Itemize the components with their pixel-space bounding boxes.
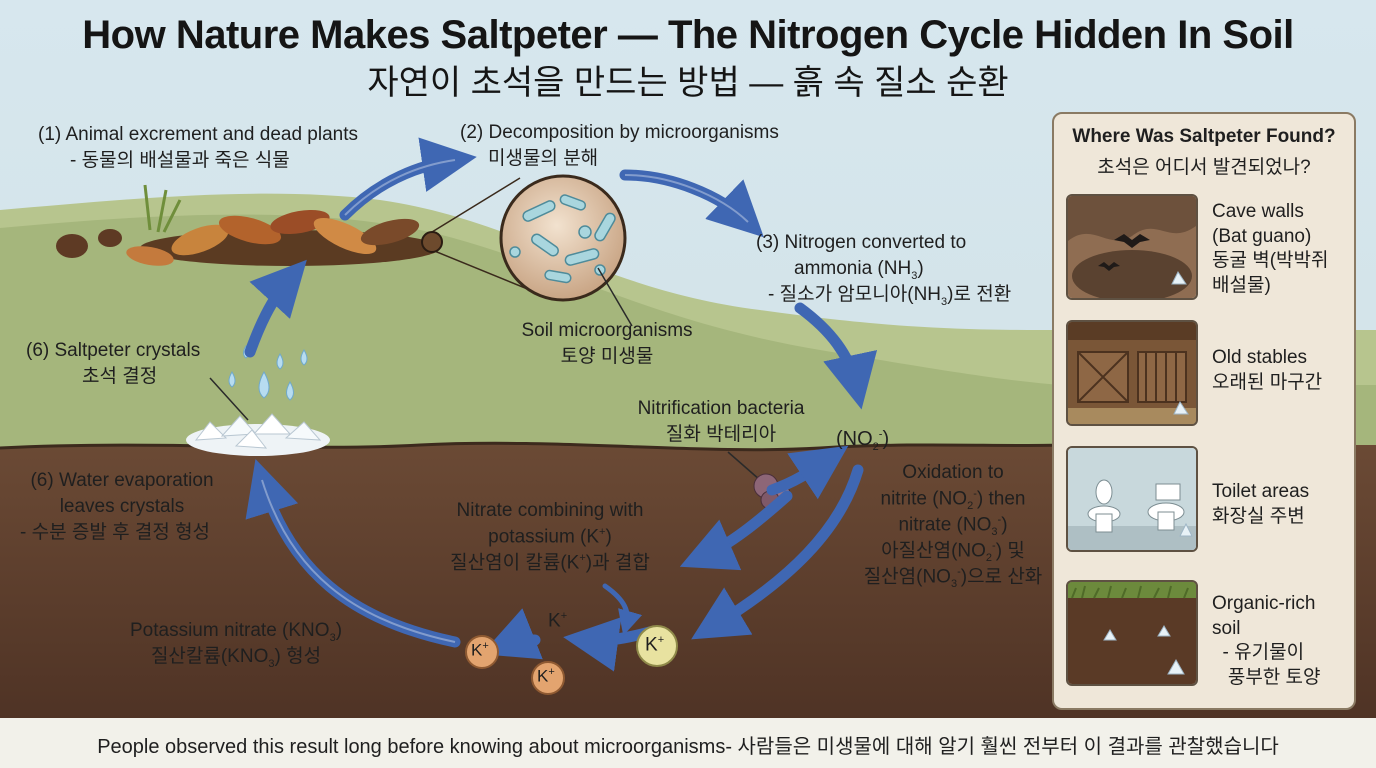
crystals-label: (6) Saltpeter crystals: [26, 340, 201, 361]
water-droplets: [228, 345, 308, 401]
oxidation-line1: Oxidation to: [902, 462, 1004, 483]
location-line: 배설물): [1212, 275, 1271, 297]
evaporation-line2: leaves crystals: [59, 496, 185, 517]
saltpeter-locations-panel: Where Was Saltpeter Found? 초석은 어디서 발견되었나…: [1052, 112, 1356, 710]
panel-heading: Where Was Saltpeter Found?: [1072, 126, 1336, 147]
location-line: Old stables: [1212, 347, 1308, 368]
location-line: Organic-rich: [1212, 593, 1316, 614]
location-line: 오래된 마구간: [1212, 371, 1323, 393]
microorganism-magnifier: [421, 174, 627, 302]
cycle-arrows: [244, 137, 878, 672]
location-soil: Organic-rich soil - 유기물이 풍부한 토양: [1212, 592, 1321, 691]
stable-image: [1066, 320, 1198, 426]
location-cave: Cave walls (Bat guano) 동굴 벽(박박쥐 배설물): [1212, 200, 1329, 299]
organic-soil-image: [1066, 580, 1198, 686]
footer-note: People observed this result long before …: [97, 736, 1279, 758]
step2-label-ko: 미생물의 분해: [488, 148, 599, 169]
step3-ammonia: ammonia (NH3): [794, 258, 924, 282]
step3-label: (3) Nitrogen converted to: [756, 232, 967, 253]
step1-label: (1) Animal excrement and dead plants: [38, 124, 359, 145]
location-line: 풍부한 토양: [1212, 667, 1321, 689]
location-line: 화장실 주변: [1212, 505, 1305, 527]
potassium-nitrate-label: Potassium nitrate (KNO3): [129, 620, 343, 644]
oxidation-line3: nitrate (NO3-): [898, 514, 1008, 539]
location-line: 동굴 벽(박박쥐: [1212, 250, 1329, 272]
microorganisms-label-ko: 토양 미생물: [560, 346, 654, 367]
potassium-nitrate-label-ko: 질산칼륨(KNO3) 형성: [150, 646, 322, 670]
location-line: (Bat guano): [1212, 225, 1312, 247]
location-toilet: Toilet areas 화장실 주변: [1212, 480, 1309, 529]
leaf-litter: [56, 184, 440, 266]
page-title: How Nature Makes Saltpeter — The Nitroge…: [82, 13, 1294, 57]
footer-bar: People observed this result long before …: [0, 718, 1376, 768]
oxidation-ko2: 질산염(NO3-)으로 산화: [863, 566, 1043, 591]
potassium-ion-label: K+: [471, 640, 489, 660]
step1-label-ko: - 동물의 배설물과 죽은 식물: [70, 150, 290, 171]
evaporation-ko: - 수분 증발 후 결정 형성: [20, 522, 211, 543]
potassium-ion-label: K+: [645, 634, 665, 656]
cycle-arrows-outline: [261, 159, 749, 643]
combining-ko: 질산염이 칼륨(K+)과 결합: [450, 552, 650, 574]
toilet-image: [1066, 446, 1198, 552]
oxidation-line2: nitrite (NO2-) then: [880, 488, 1026, 513]
location-line: Cave walls: [1212, 201, 1304, 222]
combining-line1: Nitrate combining with: [456, 500, 644, 521]
step3-label-ko: - 질소가 암모니아(NH3)로 전환: [768, 284, 1012, 308]
location-line: Toilet areas: [1212, 481, 1310, 502]
page-subtitle: 자연이 초석을 만드는 방법 — 흙 속 질소 순환: [367, 64, 1009, 102]
microorganisms-label: Soil microorganisms: [521, 320, 693, 341]
location-stables: Old stables 오래된 마구간: [1212, 346, 1322, 395]
crystals-label-ko: 초석 결정: [82, 366, 158, 387]
evaporation-line1: (6) Water evaporation: [30, 470, 214, 491]
oxidation-ko1: 아질산염(NO2-) 및: [881, 540, 1025, 565]
step2-label: (2) Decomposition by microorganisms: [460, 122, 779, 143]
panel-heading-ko: 초석은 어디서 발견되었나?: [1097, 157, 1311, 178]
nitrification-label: Nitrification bacteria: [637, 398, 805, 419]
nitrite-formula: (NO2-): [836, 428, 890, 453]
nitrification-label-ko: 질화 박테리아: [665, 424, 777, 445]
potassium-ion-label: K+: [537, 666, 555, 686]
location-line: soil: [1212, 617, 1241, 639]
location-line: - 유기물이: [1212, 642, 1305, 664]
potassium-ions: [465, 625, 678, 695]
cave-wall-image: [1066, 194, 1198, 300]
potassium-ion-label: K+: [548, 610, 568, 632]
combining-line2: potassium (K+): [488, 526, 612, 548]
saltpeter-crystal-pile: [186, 413, 330, 456]
